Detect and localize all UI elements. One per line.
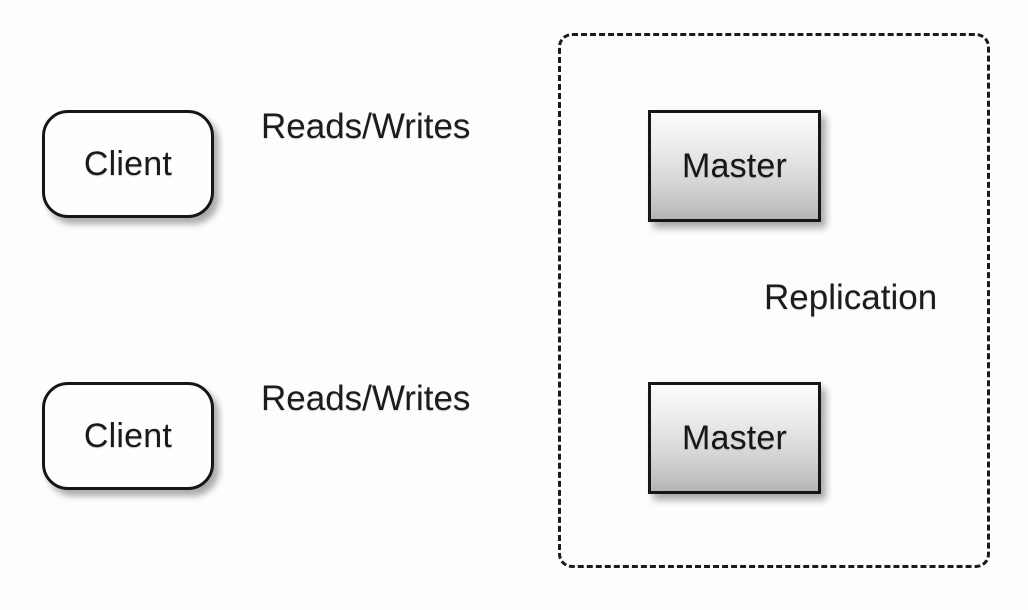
edge-label-reads-writes-top: Reads/Writes <box>261 107 471 146</box>
node-master-top[interactable]: Master <box>648 110 821 222</box>
node-client-bottom-label: Client <box>83 417 173 455</box>
replication-cluster-boundary <box>558 33 990 568</box>
node-master-bottom[interactable]: Master <box>648 382 821 494</box>
node-client-top-label: Client <box>83 145 173 183</box>
edge-label-replication: Replication <box>764 278 938 317</box>
node-client-bottom[interactable]: Client <box>42 382 214 490</box>
node-master-bottom-label: Master <box>681 419 788 457</box>
node-client-top[interactable]: Client <box>42 110 214 218</box>
node-master-top-label: Master <box>681 147 788 185</box>
edge-label-reads-writes-bottom: Reads/Writes <box>261 379 471 418</box>
